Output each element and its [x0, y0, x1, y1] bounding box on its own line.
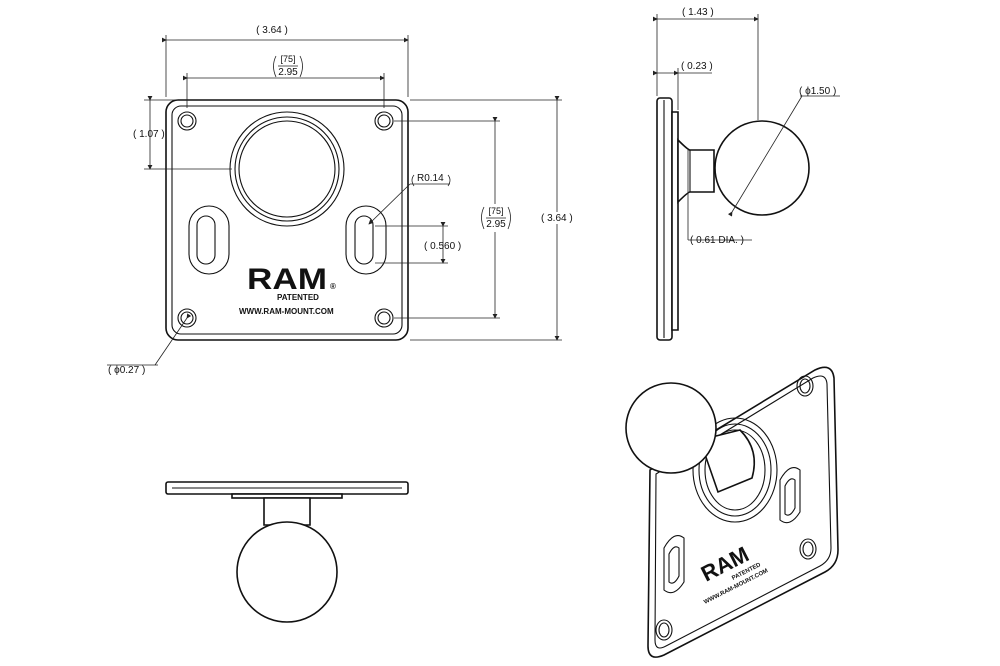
iso-boss [692, 417, 778, 523]
iso-corner-holes [655, 375, 817, 641]
brand-registered-mark: ® [330, 282, 336, 291]
iso-view: RAM PATENTED WWW.RAM-MOUNT.COM [625, 366, 839, 658]
svg-text:2.95: 2.95 [278, 67, 298, 78]
front-center-boss [229, 111, 345, 227]
svg-text:( 0.61 DIA. ): ( 0.61 DIA. ) [690, 235, 744, 246]
dim-plate-thickness: ( 0.23 ) [653, 61, 713, 110]
svg-text:( 1.07 ): ( 1.07 ) [133, 129, 165, 140]
top-neck [263, 497, 311, 526]
side-boss [671, 111, 679, 331]
front-view: RAM ® PATENTED WWW.RAM-MOUNT.COM ( 3.64 … [107, 25, 576, 376]
svg-text:( 1.43 ): ( 1.43 ) [682, 7, 714, 18]
top-view [165, 481, 409, 623]
dim-hole-diameter: ( ϕ0.27 ) [107, 313, 192, 376]
iso-ball [625, 382, 717, 474]
patented-label: PATENTED [277, 293, 319, 302]
dim-slot-radius: R0.14 [368, 173, 451, 225]
top-ball [236, 521, 338, 623]
dim-hole-spacing-horizontal: [75] 2.95 [183, 54, 385, 108]
brand-logo: RAM [247, 263, 327, 296]
dim-hole-offset: ( 1.07 ) [133, 96, 232, 170]
iso-neck [698, 429, 756, 494]
iso-slots [663, 467, 801, 594]
dim-neck-diameter: ( 0.61 DIA. ) [687, 150, 752, 246]
svg-text:( 0.23 ): ( 0.23 ) [681, 61, 713, 72]
iso-plate-outline [647, 366, 839, 658]
svg-text:( ϕ0.27 ): ( ϕ0.27 ) [108, 365, 145, 376]
dim-hole-spacing-vertical: [75] 2.95 [394, 117, 514, 319]
dim-side-overall: ( 1.43 ) [653, 7, 759, 120]
svg-text:[75]: [75] [280, 54, 295, 64]
dim-overall-width: ( 3.64 ) [162, 25, 409, 97]
svg-text:( 0.560 ): ( 0.560 ) [424, 241, 461, 252]
svg-text:( 3.64 ): ( 3.64 ) [256, 25, 288, 36]
dim-ball-diameter: ( ϕ1.50 ) [727, 86, 840, 217]
side-neck [677, 138, 715, 204]
front-plate-inner-outline [171, 105, 403, 335]
side-ball [714, 120, 810, 216]
dim-overall-height: ( 3.64 ) [410, 96, 576, 341]
front-corner-holes [177, 111, 394, 328]
website-label: WWW.RAM-MOUNT.COM [239, 307, 334, 316]
front-slots [188, 205, 387, 275]
svg-text:2.95: 2.95 [486, 219, 506, 230]
dim-slot-length: ( 0.560 ) [375, 222, 461, 264]
side-view: ( 1.43 ) ( 0.23 ) ( ϕ1.50 ) ( 0.61 DIA. … [653, 7, 840, 341]
front-plate-outline [165, 99, 409, 341]
svg-text:( ϕ1.50 ): ( ϕ1.50 ) [799, 86, 836, 97]
svg-text:[75]: [75] [488, 206, 503, 216]
svg-text:( 3.64 ): ( 3.64 ) [541, 213, 573, 224]
svg-text:R0.14: R0.14 [417, 173, 444, 184]
